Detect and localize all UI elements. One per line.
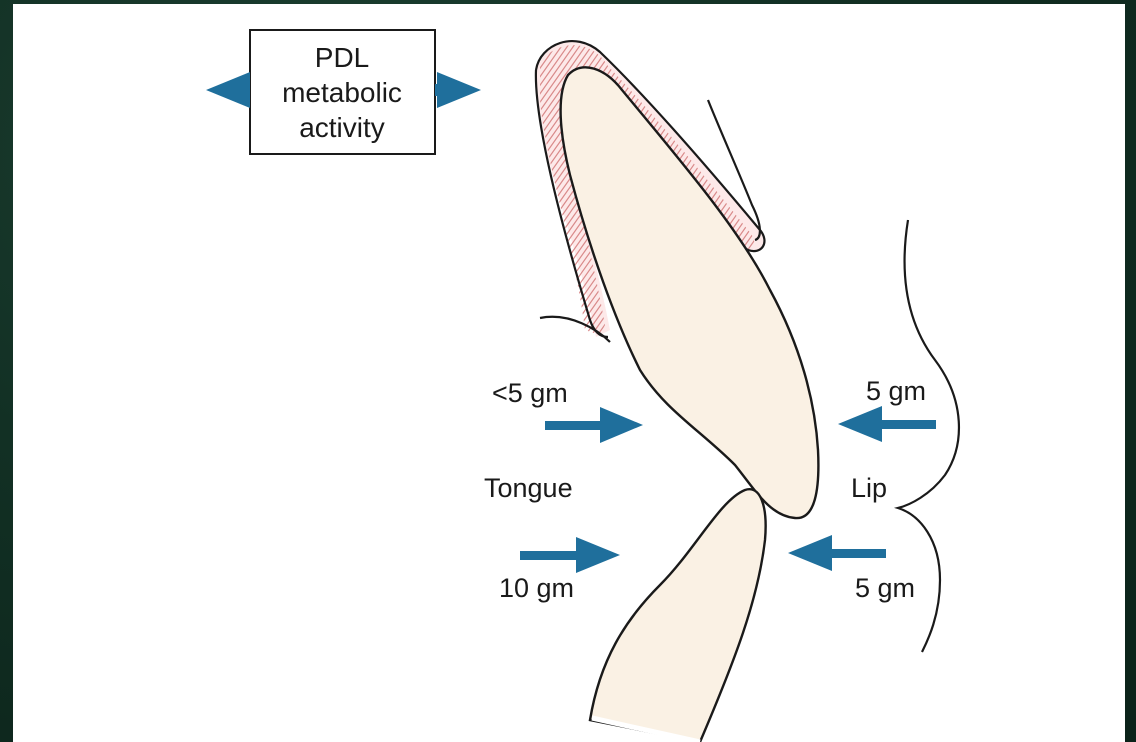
lip-label: Lip <box>851 473 887 503</box>
tongue-upper-force-label: <5 gm <box>492 378 568 408</box>
pdl-band <box>13 20 1125 360</box>
pdl-box-line3: activity <box>299 112 385 143</box>
pdl-box-line2: metabolic <box>282 77 402 108</box>
lip-upper-arrow <box>838 406 936 442</box>
lip-lower-arrow <box>788 535 886 571</box>
tongue-lower-force-label: 10 gm <box>499 573 574 603</box>
tongue-upper-arrow <box>545 407 643 443</box>
pdl-box-line1: PDL <box>315 42 369 73</box>
tongue-label: Tongue <box>484 473 573 503</box>
lower-incisor <box>590 489 766 742</box>
lip-upper-force-label: 5 gm <box>866 376 926 406</box>
pdl-metabolic-box: PDL metabolic activity <box>250 30 435 154</box>
tooth-force-diagram: PDL metabolic activity <box>13 4 1125 742</box>
diagram-panel: PDL metabolic activity <box>13 4 1125 742</box>
lip-lower-force-label: 5 gm <box>855 573 915 603</box>
tongue-lower-arrow <box>520 537 620 573</box>
